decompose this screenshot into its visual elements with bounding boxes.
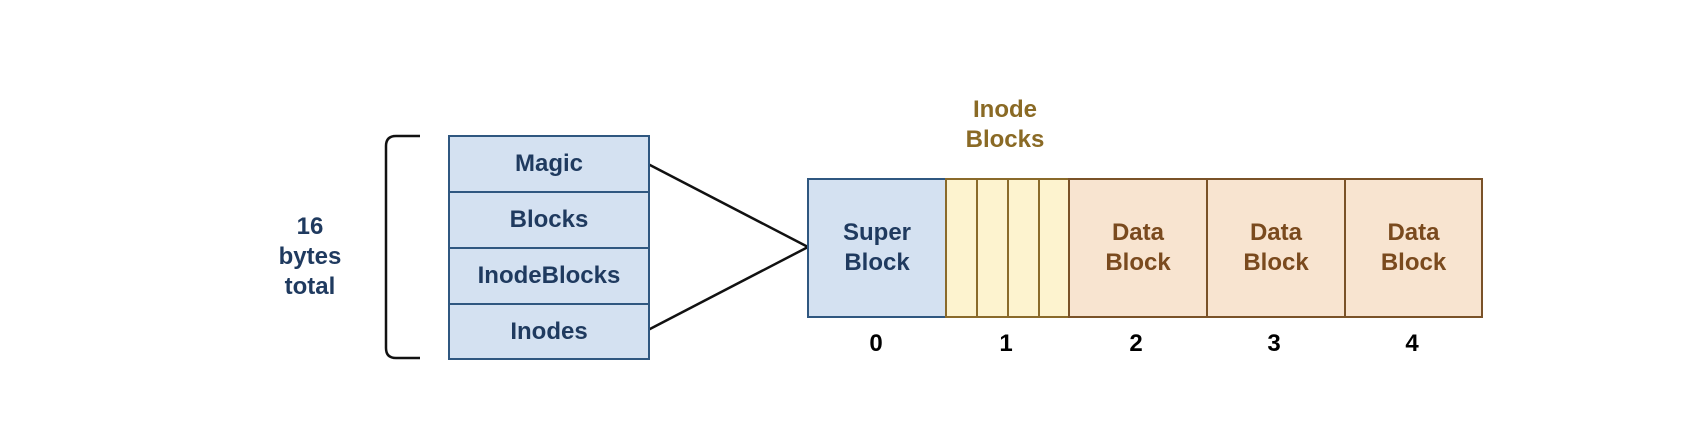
inode-slice [945,178,978,318]
disk-block-data: Data Block [1344,178,1483,318]
field-label: Inodes [510,317,588,345]
size-bracket [384,134,420,360]
connector-bottom-line [647,245,809,332]
superblock-field-inodes: Inodes [448,303,650,360]
block-label-line: Block [1105,249,1171,276]
inode-blocks-label: Inode Blocks [945,95,1065,155]
block-number: 4 [1405,330,1419,357]
block-label-line: Block [1380,249,1447,276]
block-number: 2 [1129,330,1143,357]
size-label-line: bytes [278,243,342,270]
size-label-line: 16 [296,213,324,240]
inode-slice [1007,178,1040,318]
superblock-field-magic: Magic [448,135,650,193]
size-label-line: total [284,273,336,300]
inode-slice [976,178,1009,318]
block-label-line: Super [842,219,911,246]
block-label-line: Data [1249,219,1302,246]
field-label: InodeBlocks [477,262,621,289]
disk-block-super: Super Block [807,178,947,318]
disk-block-inode [945,178,1070,318]
superblock-field-blocks: Blocks [448,191,650,249]
disk-block-data: Data Block [1068,178,1208,318]
block-label-line: Data [1387,219,1440,246]
inode-label-line: Blocks [965,126,1045,153]
inode-label-line: Inode [973,96,1037,123]
disk-block-data: Data Block [1206,178,1346,318]
block-number: 1 [999,330,1013,357]
field-label: Blocks [509,206,589,233]
size-label: 16 bytes total [270,212,350,302]
inode-slice [1038,178,1070,318]
connector-top-line [647,162,809,249]
superblock-field-inodeblocks: InodeBlocks [448,247,650,305]
block-number: 3 [1267,330,1281,357]
block-number: 0 [869,330,883,357]
block-label-line: Data [1111,219,1164,246]
block-label-line: Block [844,249,910,276]
block-label-line: Block [1243,249,1309,276]
field-label: Magic [514,150,583,177]
